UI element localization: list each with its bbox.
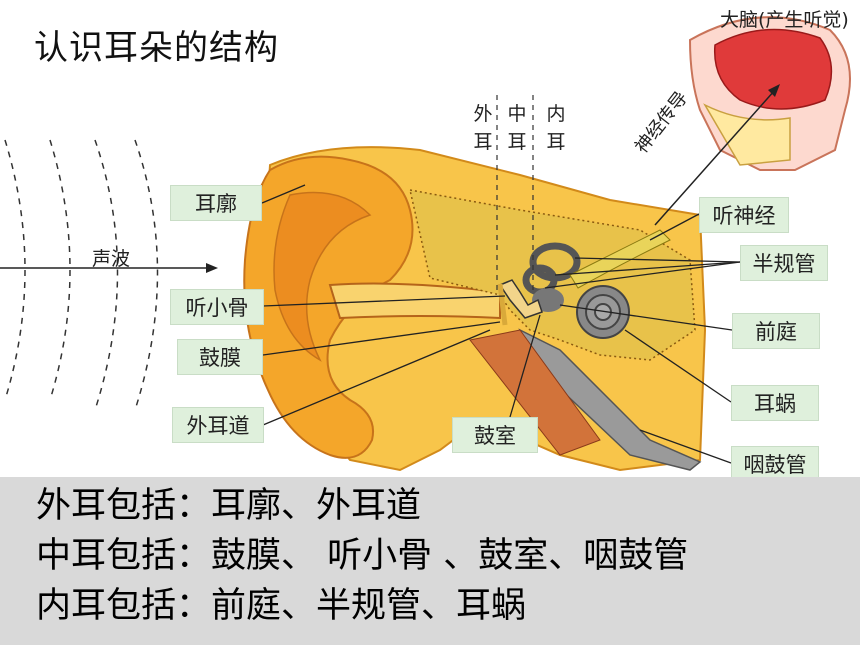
region-middle-ear: 中耳 [507, 103, 527, 153]
summary-inner-body: 前庭、半规管、耳蜗 [211, 586, 527, 626]
label-eardrum: 鼓膜 [177, 339, 263, 375]
leader-lines [261, 184, 741, 464]
summary-middle-body: 鼓膜、 听小骨 、鼓室、咽鼓管 [211, 536, 689, 576]
summary-line-outer: 外耳包括：耳廓、外耳道 [36, 477, 421, 528]
summary-panel: 外耳包括：耳廓、外耳道 中耳包括：鼓膜、 听小骨 、鼓室、咽鼓管 内耳包括：前庭… [0, 477, 860, 645]
label-vestibule: 前庭 [732, 313, 820, 349]
label-ear-canal: 外耳道 [172, 407, 264, 443]
ossicles-shape [498, 279, 543, 319]
cochlea-shape [576, 285, 630, 339]
summary-outer-body: 耳廓、外耳道 [211, 486, 422, 526]
summary-line-inner: 内耳包括：前庭、半规管、耳蜗 [36, 577, 526, 628]
label-semicircular-canals: 半规管 [740, 245, 828, 281]
label-eustachian-tube: 咽鼓管 [731, 446, 819, 482]
pinna-inner [273, 191, 372, 362]
nerve-arrow-head [768, 84, 780, 97]
summary-line-middle: 中耳包括：鼓膜、 听小骨 、鼓室、咽鼓管 [36, 527, 688, 578]
sound-waves [4, 139, 159, 411]
sound-wave-label: 声波 [92, 248, 131, 270]
summary-inner-head: 内耳包括： [36, 586, 212, 626]
nerve-arrow-line [654, 89, 776, 226]
summary-middle-head: 中耳包括： [36, 536, 212, 576]
slide-title: 认识耳朵的结构 [34, 28, 279, 68]
region-separators [496, 95, 534, 295]
label-ossicles: 听小骨 [170, 289, 264, 325]
ear-canal-shape [328, 282, 501, 320]
sound-arrow-head [206, 263, 218, 273]
summary-outer-head: 外耳包括： [36, 486, 212, 526]
label-pinna: 耳廓 [170, 185, 262, 221]
region-outer-ear: 外耳 [473, 103, 493, 153]
eardrum-shape [497, 283, 508, 326]
label-cochlea: 耳蜗 [731, 385, 819, 421]
brain-illustration [688, 16, 851, 171]
region-inner-ear: 内耳 [546, 103, 566, 153]
label-tympanic-cavity: 鼓室 [452, 417, 538, 453]
throat-muscle [469, 329, 601, 456]
label-auditory-nerve: 听神经 [699, 197, 789, 233]
brain-label: 大脑(产生听觉) [720, 9, 849, 31]
